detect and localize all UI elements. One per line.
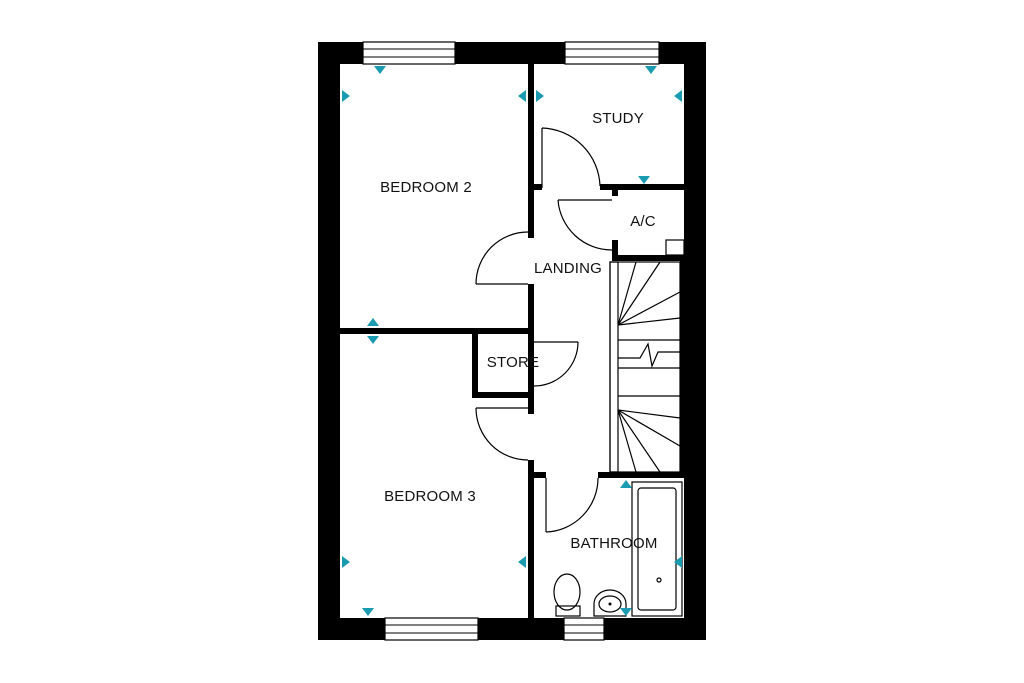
door-study — [541, 127, 601, 188]
marker-bedroom2-left — [342, 90, 350, 102]
marker-bedroom2-bottom — [367, 318, 379, 326]
marker-study-right — [674, 90, 682, 102]
windows — [362, 41, 660, 641]
door-ac — [557, 199, 613, 251]
marker-bedroom3-top — [367, 336, 379, 344]
ac-unit — [665, 239, 685, 256]
marker-bedroom3-bottom — [362, 608, 374, 616]
bath — [631, 481, 683, 617]
basin — [593, 589, 627, 617]
door-bedroom2 — [475, 231, 529, 285]
marker-bathroom-right — [674, 556, 682, 568]
window-study — [564, 41, 660, 65]
marker-study-bottom — [638, 176, 650, 184]
door-bathroom — [545, 477, 599, 533]
label-bathroom: BATHROOM — [570, 535, 657, 552]
label-study: STUDY — [592, 110, 644, 127]
doors — [475, 127, 613, 533]
room-labels: BEDROOM 2 STUDY A/C LANDING STORE BEDROO… — [380, 110, 657, 552]
label-landing: LANDING — [534, 260, 602, 277]
marker-bathroom-top — [620, 480, 632, 488]
window-bathroom — [563, 617, 605, 641]
toilet — [553, 573, 581, 617]
outer-walls — [318, 42, 706, 640]
marker-bedroom2-right — [518, 90, 526, 102]
fixtures — [553, 239, 685, 617]
marker-bedroom3-right — [518, 556, 526, 568]
label-ac: A/C — [630, 213, 656, 230]
label-store: STORE — [487, 354, 539, 371]
window-bedroom3 — [384, 617, 479, 641]
marker-bathroom-bottom — [620, 608, 632, 616]
marker-study-top — [645, 66, 657, 74]
window-bedroom2 — [362, 41, 456, 65]
dimension-markers — [342, 66, 682, 616]
marker-bedroom2-top — [374, 66, 386, 74]
internal-walls — [340, 64, 684, 618]
door-store — [533, 341, 579, 387]
label-bedroom3: BEDROOM 3 — [384, 488, 476, 505]
staircase — [609, 261, 681, 473]
door-bedroom3 — [475, 407, 529, 461]
label-bedroom2: BEDROOM 2 — [380, 179, 472, 196]
marker-bedroom3-left — [342, 556, 350, 568]
marker-study-left — [536, 90, 544, 102]
